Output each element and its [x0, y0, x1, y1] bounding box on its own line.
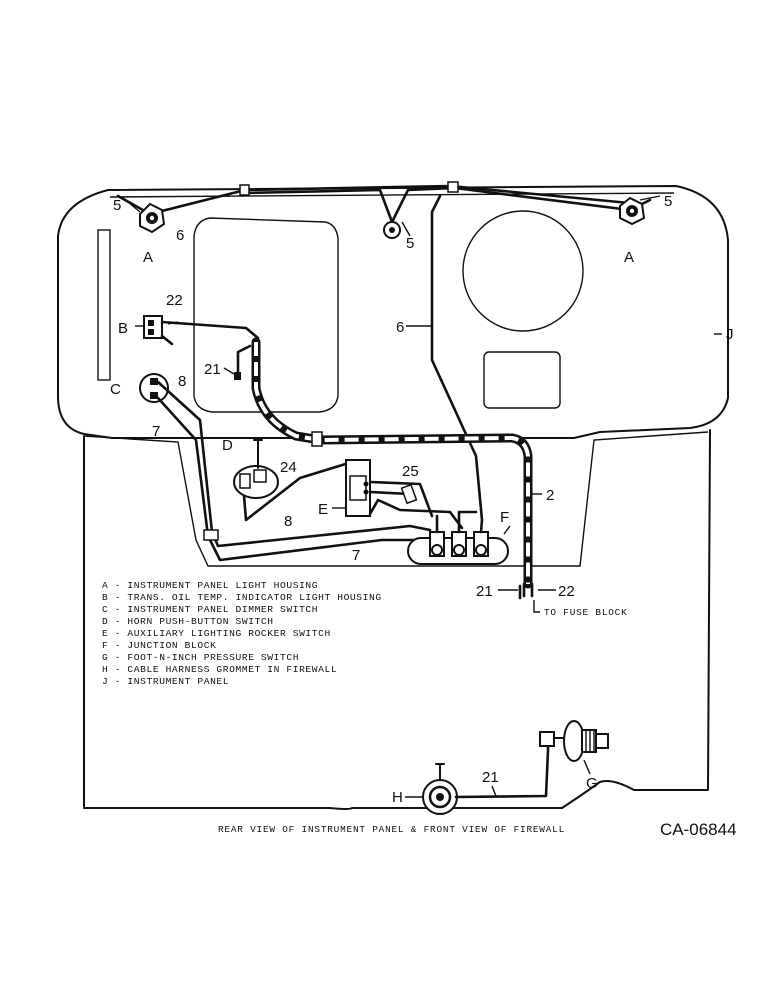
wire-f-leads: [435, 510, 484, 534]
harness-sleeve: [311, 431, 323, 447]
light-housing-b: [143, 315, 163, 339]
horn-switch-d: [233, 439, 279, 499]
label-a-left: A: [143, 249, 153, 266]
label-j: J: [726, 326, 734, 343]
harness-top-b: [243, 186, 457, 224]
wire-21-firewall: [454, 740, 550, 799]
grommet-h: [422, 763, 458, 815]
label-5-left: 5: [113, 197, 121, 214]
firewall-inner-edge: [83, 431, 709, 567]
wire-22-top: [160, 320, 260, 340]
label-22-top: 22: [166, 292, 183, 309]
connector-21: [234, 372, 241, 380]
harness-branch-21: [236, 344, 252, 376]
connector-25: [400, 483, 418, 505]
label-b: B: [118, 320, 128, 337]
leader-lines: [127, 195, 722, 613]
legend-item: G - FOOT-N-INCH PRESSURE SWITCH: [102, 652, 299, 663]
label-7-top: 7: [152, 423, 160, 440]
label-25: 25: [402, 463, 419, 480]
label-8-top: 8: [178, 373, 186, 390]
firewall-outline: [83, 429, 711, 810]
legend-item: H - CABLE HARNESS GROMMET IN FIREWALL: [102, 664, 337, 675]
harness-clip-1: [239, 184, 250, 196]
label-to-fuse-block: TO FUSE BLOCK: [544, 607, 628, 618]
label-7-bottom: 7: [352, 547, 360, 564]
rocker-switch-e: [345, 459, 371, 517]
wire-6: [430, 194, 484, 522]
label-g: G: [586, 775, 598, 792]
label-8-bottom: 8: [284, 513, 292, 530]
legend-item: J - INSTRUMENT PANEL: [102, 676, 229, 687]
legend: A - INSTRUMENT PANEL LIGHT HOUSING B - T…: [102, 580, 382, 687]
harness-clip-2: [447, 181, 459, 193]
instrument-panel-outline: [57, 185, 729, 439]
panel-top-edge: [109, 192, 675, 198]
label-c: C: [110, 381, 121, 398]
label-22-bottom: 22: [558, 583, 575, 600]
label-a-right: A: [624, 249, 634, 266]
leader-g: [583, 759, 591, 775]
wire-7: [156, 396, 442, 562]
wire-clip-7-8: [203, 529, 219, 541]
figure-code: CA-06844: [660, 820, 737, 839]
label-21-bottom: 21: [476, 583, 493, 600]
light-housing-a-left: [139, 202, 166, 234]
legend-item: E - AUXILIARY LIGHTING ROCKER SWITCH: [102, 628, 331, 639]
gauge-opening-left: [193, 217, 339, 413]
leader-21-firewall: [491, 785, 497, 797]
main-harness-inner: [254, 342, 530, 584]
figure-caption: REAR VIEW OF INSTRUMENT PANEL & FRONT VI…: [218, 824, 565, 835]
indicator-opening-right: [483, 351, 561, 409]
wire-24: [242, 460, 354, 522]
pressure-switch-g: [539, 720, 609, 762]
light-housing-mid: [383, 221, 401, 239]
light-housing-a-right: [619, 196, 646, 226]
harness-end-leads: [518, 582, 534, 600]
label-d: D: [222, 437, 233, 454]
label-24: 24: [280, 459, 297, 476]
label-6-left: 6: [176, 227, 184, 244]
label-21-left: 21: [204, 361, 221, 378]
label-f: F: [500, 509, 509, 526]
junction-block-f: [407, 531, 509, 565]
label-h: H: [392, 789, 403, 806]
label-5-right: 5: [664, 193, 672, 210]
left-bracket: [97, 229, 111, 381]
label-6-mid: 6: [396, 319, 404, 336]
legend-item: F - JUNCTION BLOCK: [102, 640, 216, 651]
dimmer-switch-c: [139, 373, 169, 403]
wire-b-short: [160, 334, 174, 346]
legend-item: A - INSTRUMENT PANEL LIGHT HOUSING: [102, 580, 318, 591]
label-e: E: [318, 501, 328, 518]
label-21-firewall: 21: [482, 769, 499, 786]
legend-item: B - TRANS. OIL TEMP. INDICATOR LIGHT HOU…: [102, 592, 382, 603]
gauge-opening-right: [462, 210, 584, 332]
label-2: 2: [546, 487, 554, 504]
legend-item: D - HORN PUSH-BUTTON SWITCH: [102, 616, 274, 627]
wire-e-outline: [368, 498, 464, 530]
legend-item: C - INSTRUMENT PANEL DIMMER SWITCH: [102, 604, 318, 615]
label-5-mid: 5: [406, 235, 414, 252]
